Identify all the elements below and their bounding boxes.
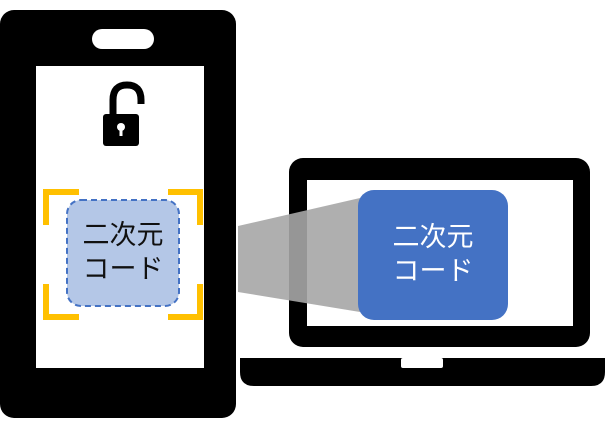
phone-speaker [92,29,154,49]
laptop-qr-label: 二次元 コード [358,190,508,320]
phone-qr-label-line2: コード [82,254,164,285]
scanner-corner-top-left [43,189,79,225]
laptop-qr-label-line2: コード [392,256,474,287]
scanner-frame [43,189,203,320]
scanner-corner-bottom-left [43,284,79,320]
scan-beam [238,198,360,312]
laptop-base-notch [401,358,443,368]
laptop-qr-code [358,190,508,320]
phone-qr-label-line1: 二次元 [82,220,164,252]
scanner-corner-bottom-right [168,284,203,320]
laptop-qr-label-line1: 二次元 [392,222,474,254]
scanner-corner-top-right [168,189,203,225]
laptop-base [240,358,605,386]
phone-qr-label: 二次元 コード [67,200,179,306]
unlocked-padlock-icon [103,81,145,146]
phone-qr-code [66,199,180,307]
